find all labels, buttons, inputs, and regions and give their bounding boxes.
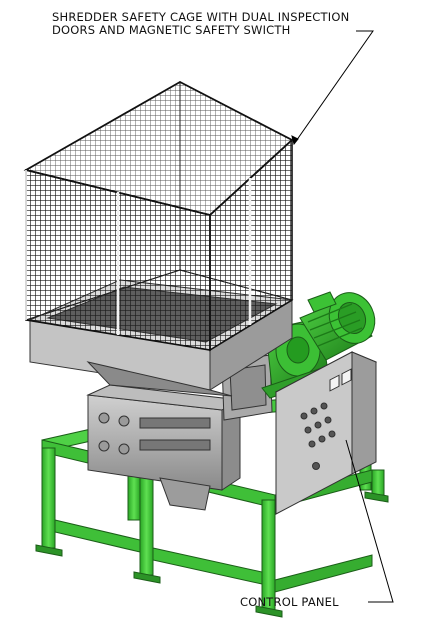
cage-callout-line1: SHREDDER SAFETY CAGE WITH DUAL INSPECTIO… [52,10,350,24]
control-panel-callout: CONTROL PANEL [240,595,339,609]
safety-cage [23,80,294,352]
cage-callout-line2: DOORS AND MAGNETIC SAFETY SWICTH [52,23,291,37]
panel-leader-line [345,439,394,603]
control-panel [274,351,378,515]
cage-leader-arrow [291,135,299,146]
cage-leader-line [293,30,374,145]
leader-lines [291,30,394,603]
cutter-housing [86,384,242,511]
